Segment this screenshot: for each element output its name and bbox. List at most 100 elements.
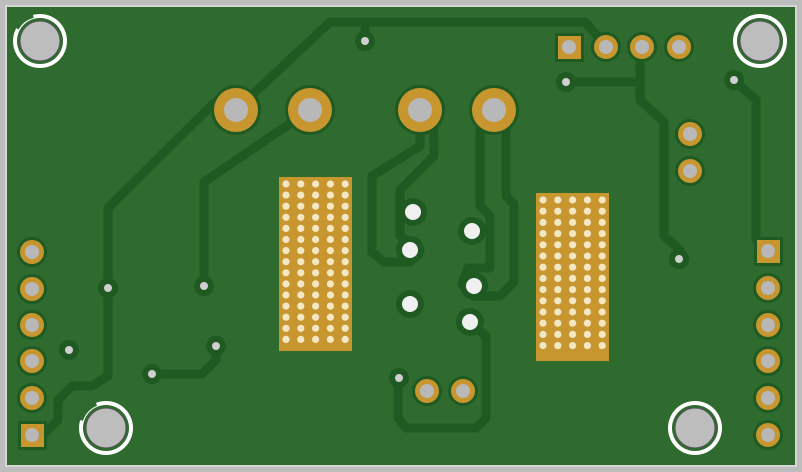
thermal-via-dot: [569, 230, 577, 238]
thermal-via-dot: [569, 297, 577, 305]
silkscreen-gap: [77, 400, 98, 422]
thermal-via-dot: [598, 252, 606, 260]
drill-hole: [761, 244, 775, 258]
mount-hole: [739, 20, 781, 62]
thermal-via-dot: [569, 319, 577, 327]
thermal-via-dot: [583, 241, 592, 249]
thermal-via-dot: [539, 286, 547, 294]
thermal-via-dot: [326, 324, 334, 332]
thermal-via-dot: [583, 196, 592, 204]
thermal-via-dot: [598, 274, 606, 282]
thermal-via-dot: [282, 335, 290, 343]
thermal-via-dot: [297, 291, 305, 299]
thermal-via-dot: [569, 207, 577, 215]
drill-hole: [25, 282, 39, 296]
mount-hole: [19, 20, 61, 62]
thermal-via-dot: [312, 224, 320, 232]
thermal-via-dot: [282, 302, 290, 310]
trace: [393, 317, 491, 433]
thermal-via-dot: [583, 308, 592, 316]
thermal-via-dot: [598, 218, 606, 226]
thermal-via-dot: [312, 291, 320, 299]
thermal-via-dot: [326, 191, 334, 199]
drill-hole: [599, 40, 613, 54]
thermal-via-dot: [326, 291, 334, 299]
drill-hole: [25, 391, 39, 405]
thermal-via-dot: [583, 252, 592, 260]
thermal-via-dot: [554, 252, 562, 260]
thermal-via-dot: [312, 313, 320, 321]
via-hole: [104, 284, 112, 292]
thermal-via-dot: [297, 258, 305, 266]
thermal-via-dot: [297, 324, 305, 332]
thermal-via-dot: [341, 291, 349, 299]
thermal-via-dot: [554, 263, 562, 271]
thermal-via-dot: [312, 324, 320, 332]
thermal-via-dot: [341, 324, 349, 332]
thermal-via-dot: [282, 313, 290, 321]
trace: [231, 17, 611, 115]
drill-hole: [25, 354, 39, 368]
thermal-via-dot: [312, 191, 320, 199]
thermal-via-dot: [539, 319, 547, 327]
thermal-via-dot: [312, 235, 320, 244]
thermal-via-dot: [341, 258, 349, 266]
thermal-via-dot: [598, 308, 606, 316]
thermal-via-dot: [297, 213, 305, 221]
thermal-vias: [539, 196, 606, 350]
thermal-via-dot: [554, 241, 562, 249]
connector-left: [17, 237, 47, 450]
thermal-via-dot: [312, 302, 320, 310]
thermal-via-dot: [583, 207, 592, 215]
thermal-via-dot: [282, 224, 290, 232]
thermal-via-dot: [554, 297, 562, 305]
thermal-via-dot: [341, 202, 349, 210]
mount-hole: [85, 407, 127, 449]
thermal-via-dot: [539, 207, 547, 215]
drill-hole: [420, 384, 434, 398]
thermal-via-dot: [312, 213, 320, 221]
drill-hole: [25, 428, 39, 442]
thermal-via-dot: [297, 280, 305, 288]
via-hole: [395, 374, 403, 382]
trace: [103, 99, 218, 293]
thermal-via-dot: [539, 218, 547, 226]
thermal-via-dot: [569, 342, 577, 350]
thermal-vias-mid: [396, 198, 488, 336]
thermal-via-dot: [583, 218, 592, 226]
thermal-via-dot: [583, 286, 592, 294]
thermal-via-dot: [297, 269, 305, 277]
thermal-via-dot: [326, 247, 334, 255]
thermal-pad-left: [279, 177, 352, 351]
thermal-via-dot: [312, 280, 320, 288]
drill-hole: [761, 391, 775, 405]
thermal-via-dot: [554, 308, 562, 316]
drill-hole: [25, 245, 39, 259]
thermal-via-dot: [326, 224, 334, 232]
thermal-via-dot: [539, 274, 547, 282]
thermal-via-dot: [282, 180, 290, 188]
via-hole: [405, 204, 421, 220]
thermal-via-dot: [297, 224, 305, 232]
drill-hole: [456, 384, 470, 398]
mounting-hole-top-right: [733, 14, 787, 68]
drill-hole: [761, 354, 775, 368]
connector-right: [753, 237, 783, 450]
thermal-via-dot: [554, 207, 562, 215]
thermal-via-dot: [326, 202, 334, 210]
thermal-via-dot: [598, 330, 606, 338]
thermal-via-dot: [539, 330, 547, 338]
thermal-via-dot: [341, 313, 349, 321]
via-hole: [462, 314, 478, 330]
via-hole: [675, 255, 683, 263]
thermal-via-dot: [583, 263, 592, 271]
thermal-via-dot: [554, 230, 562, 238]
drill-hole: [683, 127, 697, 141]
via-hole: [361, 37, 369, 45]
thermal-via-dot: [312, 335, 320, 343]
mounting-holes: [13, 12, 787, 455]
thermal-via-dot: [539, 196, 547, 204]
drill-hole: [562, 40, 576, 54]
drill-hole: [298, 98, 322, 122]
via-hole: [730, 76, 738, 84]
